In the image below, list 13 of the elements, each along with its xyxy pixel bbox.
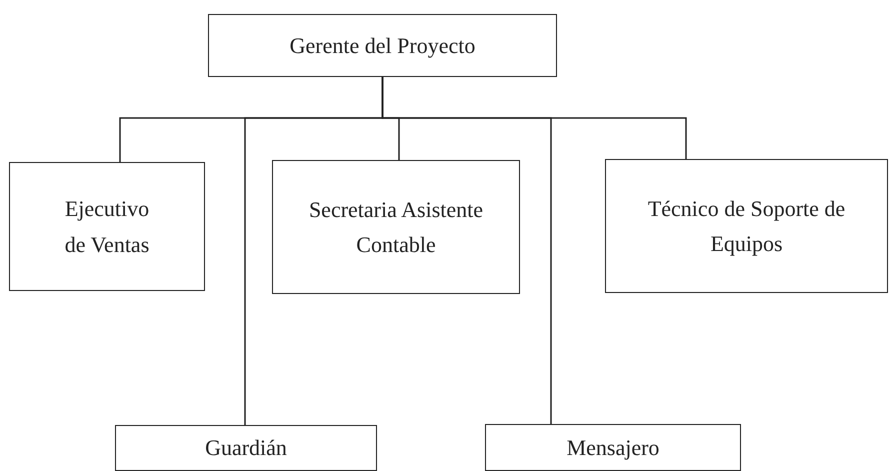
role-title: Secretaria Asistente Contable xyxy=(308,196,484,259)
role-title: Técnico de Soporte de Equipos xyxy=(646,194,846,258)
role-title: Ejecutivo de Ventas xyxy=(64,195,150,258)
org-box xyxy=(272,160,520,294)
role-title: Mensajero xyxy=(566,434,660,462)
role-title: Gerente del Proyecto xyxy=(290,32,476,60)
role-title: Guardián xyxy=(205,434,287,462)
org-box xyxy=(208,14,557,77)
connector-line xyxy=(382,77,687,159)
org-box xyxy=(9,162,205,291)
org-box xyxy=(115,425,377,471)
org-box xyxy=(605,159,888,293)
org-box xyxy=(485,424,741,471)
